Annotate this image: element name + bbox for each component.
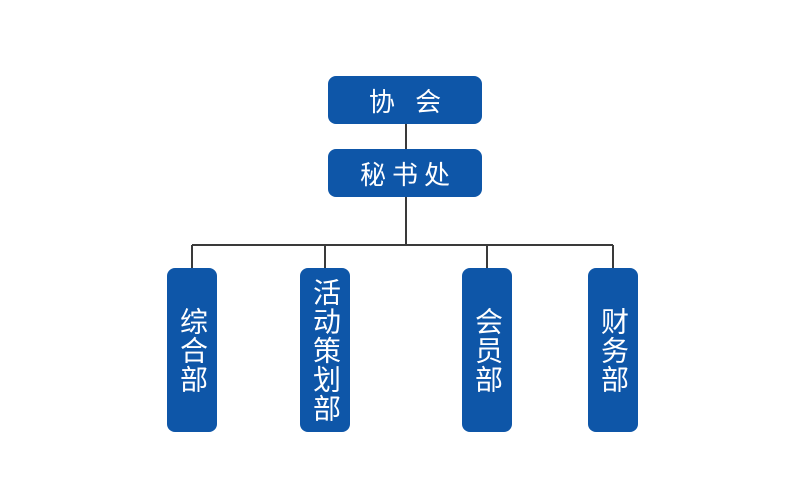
- node-secretariat: 秘书处: [328, 149, 482, 197]
- node-association-label: 协 会: [368, 87, 448, 118]
- node-general-dept: 综合部: [167, 268, 217, 432]
- node-general-dept-label: 综合部: [176, 306, 209, 394]
- node-event-planning-dept: 活动策划部: [300, 268, 350, 432]
- node-finance-dept: 财务部: [588, 268, 638, 432]
- node-finance-dept-label: 财务部: [597, 306, 630, 394]
- node-membership-dept: 会员部: [462, 268, 512, 432]
- node-secretariat-label: 秘书处: [359, 160, 456, 191]
- node-association: 协 会: [328, 76, 482, 124]
- node-event-planning-dept-label: 活动策划部: [309, 277, 342, 423]
- node-membership-dept-label: 会员部: [471, 306, 504, 394]
